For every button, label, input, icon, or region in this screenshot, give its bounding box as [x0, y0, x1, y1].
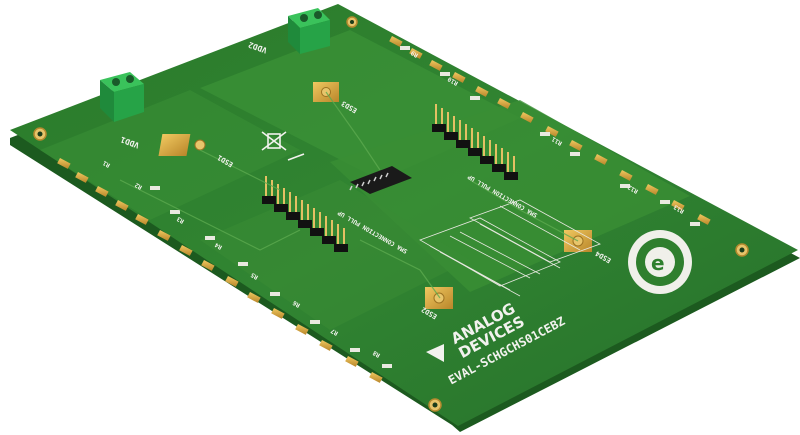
terminal-block-vdd2 — [288, 8, 330, 54]
resistor-label: R12 — [626, 183, 639, 195]
resistor-label: R4 — [213, 241, 223, 251]
resistor-label: R5 — [249, 271, 259, 281]
edge-pads-right — [389, 35, 711, 225]
pin-header-left — [262, 176, 348, 252]
ic-chip — [349, 166, 412, 194]
resistor-label: R3 — [175, 215, 185, 225]
svg-text:e: e — [651, 251, 665, 275]
resistor-label: R8 — [371, 349, 381, 359]
silkscreen-table-left — [419, 217, 561, 297]
silkscreen-table-right — [469, 199, 601, 269]
pin-header-right — [432, 104, 518, 180]
terminal-block-vdd1 — [100, 72, 144, 122]
resistor-label: R7 — [329, 327, 339, 337]
recycle-e-logo-icon: e — [628, 230, 692, 294]
resistor-label: R2 — [133, 181, 143, 191]
resistor-label: R9 — [409, 49, 419, 59]
esd-pad-1 — [158, 134, 206, 156]
analog-devices-logo — [426, 344, 444, 362]
resistor-label: R10 — [446, 75, 459, 87]
esd-pad-2 — [425, 287, 453, 309]
resistor-label: R1 — [101, 159, 111, 169]
resistor-label: R11 — [550, 135, 563, 147]
smd-resistors — [150, 46, 700, 368]
weee-icon — [261, 131, 305, 161]
traces — [119, 91, 579, 299]
copper-pour-bottom — [200, 180, 470, 330]
resistor-label: R13 — [672, 203, 685, 215]
resistor-labels: R1 R2 R3 R4 R5 R6 R7 R8 R9 R10 R11 R12 R… — [101, 49, 685, 359]
resistor-label: R6 — [291, 299, 301, 309]
edge-pads-left — [57, 158, 383, 383]
